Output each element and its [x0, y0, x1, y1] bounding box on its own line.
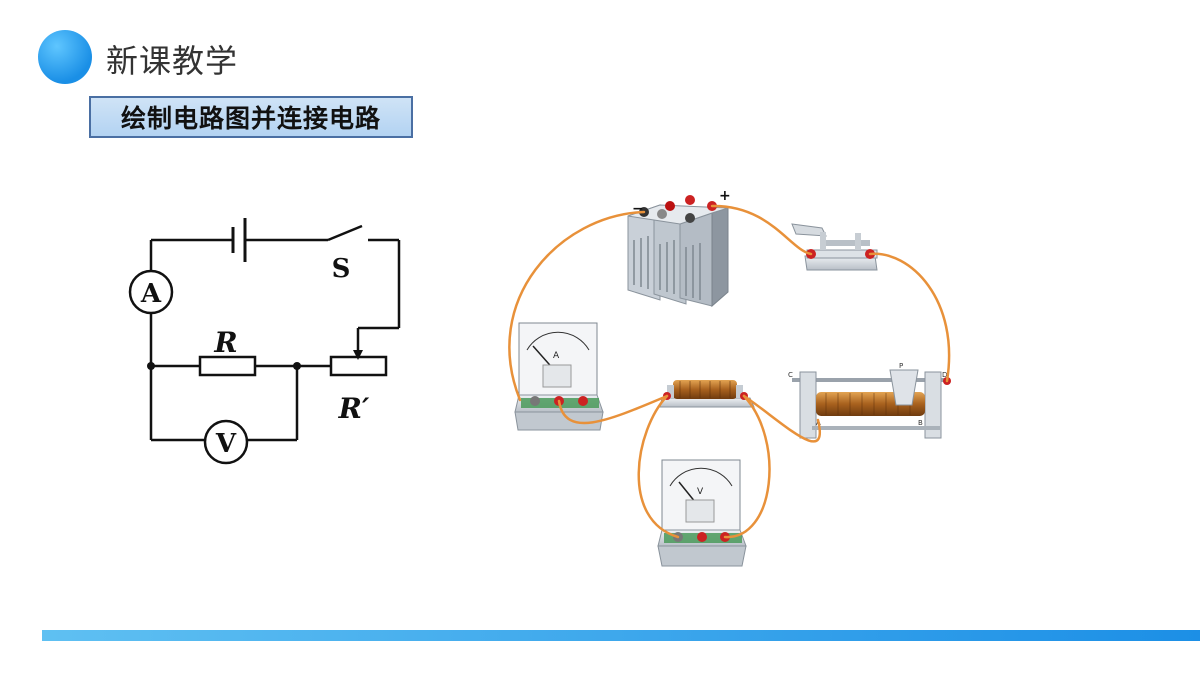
battery-plus-label: +	[719, 188, 731, 204]
junction-dot	[147, 362, 155, 370]
section-heading: 绘制电路图并连接电路	[120, 104, 381, 133]
junction-dot	[293, 362, 301, 370]
battery-pack: − +	[627, 188, 731, 308]
resistor-label: R	[213, 326, 237, 359]
rheostat-letter-c: C	[788, 371, 793, 379]
rheostat-letter-d: D	[942, 371, 947, 379]
resistor-device	[659, 380, 755, 408]
header-circle-icon	[38, 30, 92, 84]
ammeter-symbol	[128, 269, 174, 315]
rheostat-device: C P D A B	[788, 362, 951, 439]
rheostat-arrowhead	[353, 350, 363, 360]
knife-switch	[791, 223, 878, 271]
voltmeter-device-letter: V	[697, 487, 704, 497]
voltmeter-symbol	[203, 419, 249, 465]
switch-blade	[327, 224, 363, 242]
footer-bar	[42, 630, 1200, 641]
battery-minus-label: −	[632, 201, 644, 217]
rheostat-label: R′	[338, 392, 370, 425]
rheostat-letter-p: P	[899, 362, 903, 370]
ammeter-device-letter: A	[553, 351, 560, 361]
switch-label: S	[332, 254, 351, 284]
voltmeter-device: V	[657, 459, 747, 567]
rheostat-letter-b: B	[918, 419, 923, 427]
connecting-wires	[508, 204, 951, 539]
ammeter-device: A	[514, 322, 604, 431]
voltmeter-label: V	[215, 429, 237, 459]
ammeter-label: A	[140, 279, 162, 309]
page-title: 新课教学	[106, 42, 239, 80]
section-heading-box: 绘制电路图并连接电路	[89, 96, 413, 138]
